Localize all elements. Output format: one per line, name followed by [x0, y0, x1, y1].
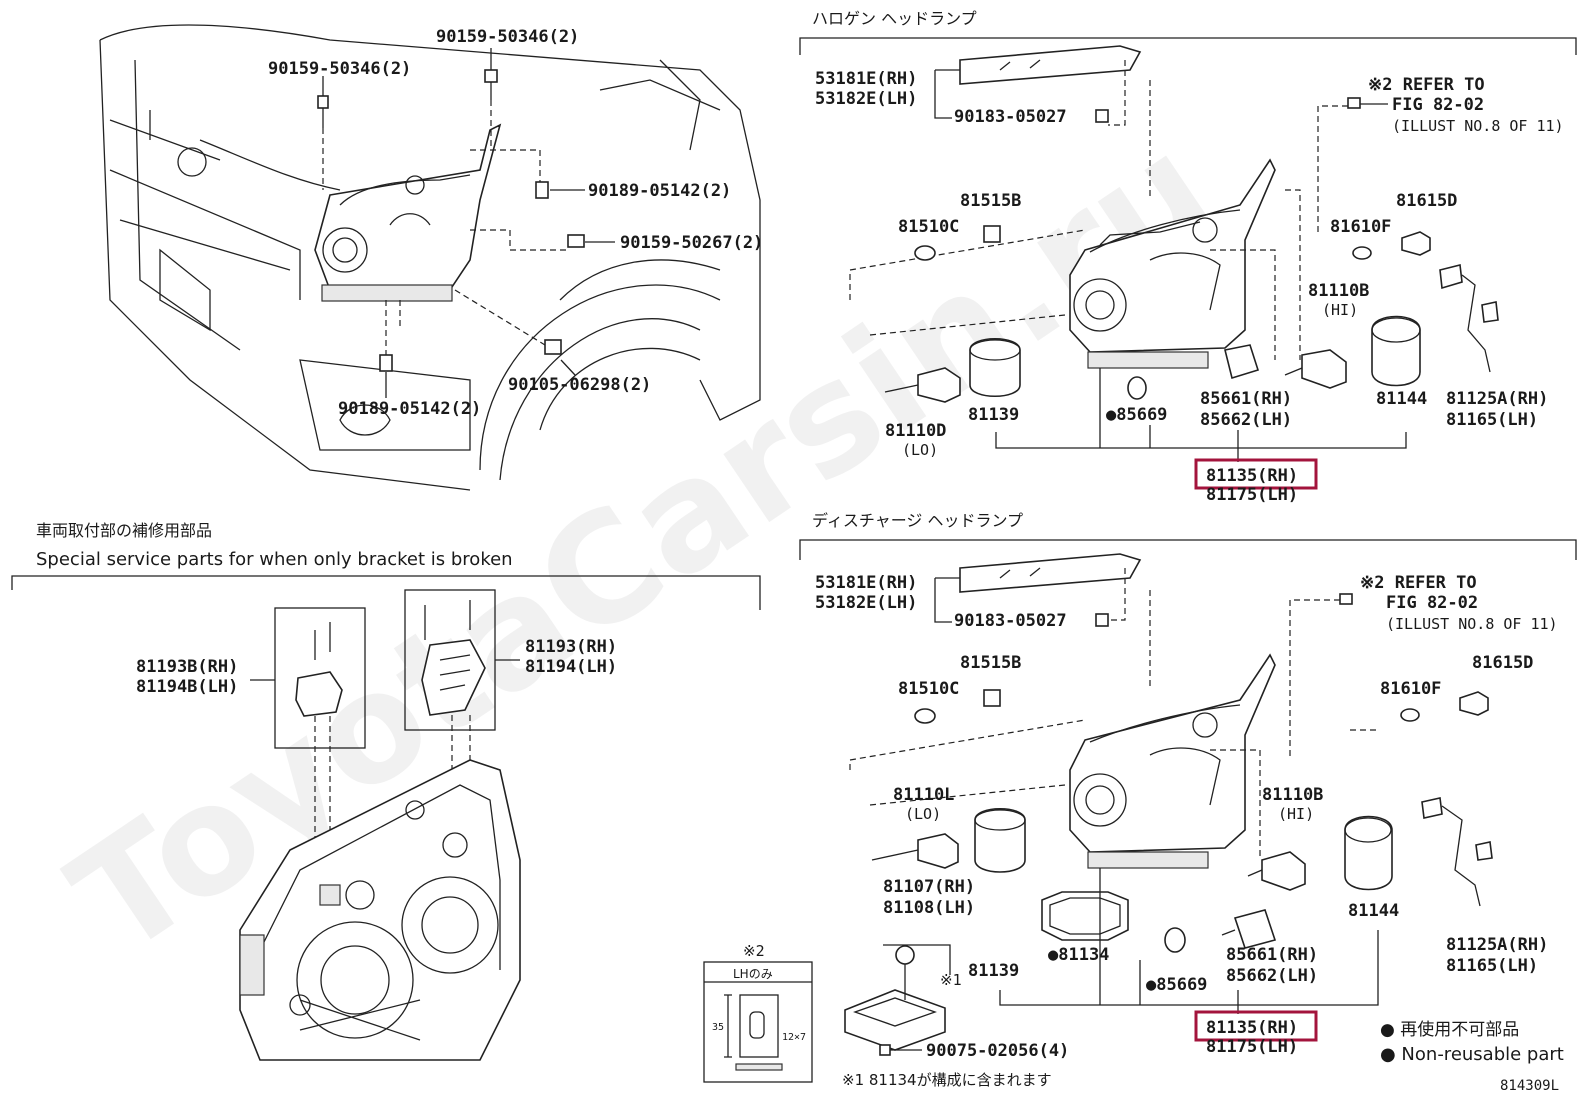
h-81165: 81165(LH): [1446, 410, 1538, 430]
discharge-title: ディスチャージ ヘッドランプ: [812, 511, 1023, 530]
h-assembly-lh: 81175(LH): [1206, 485, 1298, 505]
d-81165: 81165(LH): [1446, 956, 1538, 976]
d-screw: 90075-02056(4): [926, 1041, 1069, 1061]
d-81110l: 81110L: [893, 785, 954, 805]
h-assembly-highlight: [1194, 458, 1318, 490]
inset-label: LHのみ: [733, 967, 773, 981]
h-lo: (LO): [902, 441, 938, 459]
h-81610f: 81610F: [1330, 217, 1391, 237]
h-cover-lh: 53182E(LH): [815, 89, 917, 109]
d-81510c: 81510C: [898, 679, 959, 699]
d-refer-2: FIG 82-02: [1386, 593, 1478, 613]
h-81139: 81139: [968, 405, 1019, 425]
d-81107: 81107(RH): [883, 877, 975, 897]
figure-code: 814309L: [1500, 1078, 1559, 1094]
h-hi: (HI): [1322, 301, 1358, 319]
d-81110b: 81110B: [1262, 785, 1323, 805]
vehicle-view: 90159-50346(2) 90159-50346(2) 90189-0514…: [99, 24, 763, 491]
h-85669: ●85669: [1106, 405, 1167, 425]
inset-mark: ※2: [743, 942, 765, 960]
discharge-section: ディスチャージ ヘッドランプ 53181E(RH) 53182E(LH) 901…: [799, 511, 1577, 1061]
h-81515b: 81515B: [960, 191, 1021, 211]
d-cover-lh: 53182E(LH): [815, 593, 917, 613]
bracket-right-rh: 81193(RH): [525, 637, 617, 657]
label-90159-50346-top: 90159-50346(2): [436, 27, 579, 47]
d-81125a: 81125A(RH): [1446, 935, 1548, 955]
d-assembly-highlight: [1194, 1010, 1318, 1042]
label-90159-50346-left: 90159-50346(2): [268, 59, 411, 79]
bracket-title-en: Special service parts for when only brac…: [36, 549, 513, 570]
d-lo: (LO): [905, 805, 941, 823]
h-81125a: 81125A(RH): [1446, 389, 1548, 409]
d-refer-3: (ILLUST NO.8 OF 11): [1386, 615, 1558, 633]
legend-en: ● Non-reusable part: [1380, 1044, 1564, 1065]
h-81510c: 81510C: [898, 217, 959, 237]
inset-dim2: 12×7: [782, 1032, 806, 1043]
legend-jp: ● 再使用不可部品: [1380, 1019, 1519, 1040]
d-85661: 85661(RH): [1226, 945, 1318, 965]
d-hi: (HI): [1278, 805, 1314, 823]
label-90189-05142-top: 90189-05142(2): [588, 181, 731, 201]
bracket-section: 車両取付部の補修用部品 Special service parts for wh…: [11, 521, 761, 1061]
h-81110d: 81110D: [885, 421, 946, 441]
label-90105-06298: 90105-06298(2): [508, 375, 651, 395]
d-note1: ※1: [940, 971, 962, 989]
d-clip: 90183-05027: [954, 611, 1067, 631]
h-81110b: 81110B: [1308, 281, 1369, 301]
h-cover-rh: 53181E(RH): [815, 69, 917, 89]
d-cover-rh: 53181E(RH): [815, 573, 917, 593]
d-refer-1: ※2 REFER TO: [1360, 573, 1477, 593]
h-81144: 81144: [1376, 389, 1427, 409]
d-81610f: 81610F: [1380, 679, 1441, 699]
h-refer-2: FIG 82-02: [1392, 95, 1484, 115]
d-85669: ●85669: [1146, 975, 1207, 995]
inset-dim1: 35: [712, 1022, 724, 1033]
d-81144: 81144: [1348, 901, 1399, 921]
d-81515b: 81515B: [960, 653, 1021, 673]
bracket-right-lh: 81194(LH): [525, 657, 617, 677]
h-85662: 85662(LH): [1200, 410, 1292, 430]
h-clip: 90183-05027: [954, 107, 1067, 127]
d-85662: 85662(LH): [1226, 966, 1318, 986]
d-81615d: 81615D: [1472, 653, 1533, 673]
d-81134: ●81134: [1048, 945, 1109, 965]
bracket-left-rh: 81193B(RH): [136, 657, 238, 677]
footnote: ※1 81134が構成に含まれます: [842, 1071, 1052, 1089]
label-90189-05142-bottom: 90189-05142(2): [338, 399, 481, 419]
label-90159-50267: 90159-50267(2): [620, 233, 763, 253]
halogen-section: ハロゲン ヘッドランプ 53181E(RH) 53182E(LH) 90183-…: [799, 9, 1577, 505]
d-81139: 81139: [968, 961, 1019, 981]
d-assembly-rh: 81135(RH): [1206, 1018, 1298, 1038]
bracket-title-jp: 車両取付部の補修用部品: [36, 521, 212, 540]
h-assembly-rh: 81135(RH): [1206, 466, 1298, 486]
h-refer-1: ※2 REFER TO: [1368, 75, 1485, 95]
h-85661: 85661(RH): [1200, 389, 1292, 409]
d-81108: 81108(LH): [883, 898, 975, 918]
h-81615d: 81615D: [1396, 191, 1457, 211]
d-assembly-lh: 81175(LH): [1206, 1037, 1298, 1057]
bracket-left-lh: 81194B(LH): [136, 677, 238, 697]
halogen-title: ハロゲン ヘッドランプ: [812, 9, 977, 28]
lh-only-inset: ※2 LHのみ 35 12×7: [703, 942, 813, 1083]
h-refer-3: (ILLUST NO.8 OF 11): [1392, 117, 1564, 135]
